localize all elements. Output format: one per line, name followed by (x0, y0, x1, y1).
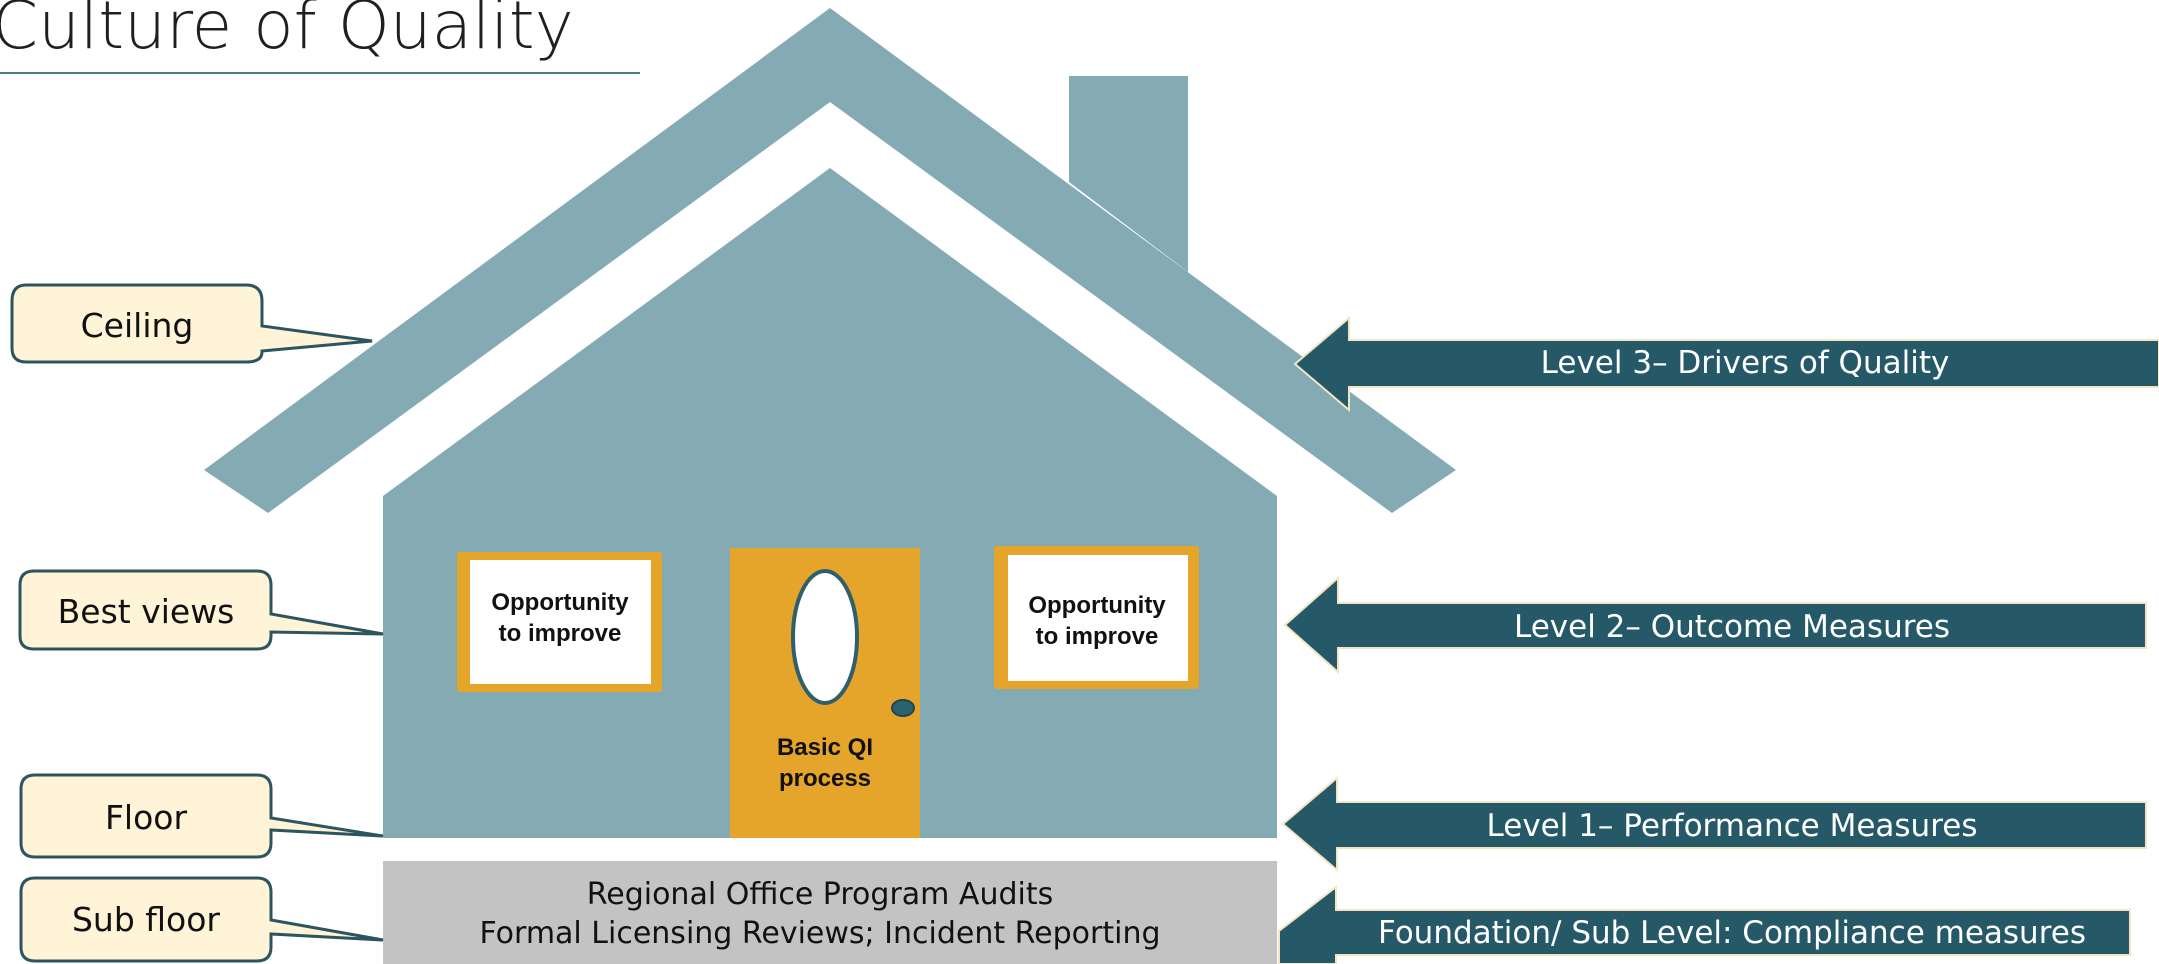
right-window-pane (1008, 555, 1188, 681)
sub-floor-callout-label: Sub floor (72, 900, 220, 939)
right-window-label-line-1: Opportunity (1028, 592, 1166, 619)
left-window-label-line-2: to improve (499, 620, 622, 647)
left-window-pane (470, 560, 651, 684)
sub-floor-callout (19, 876, 384, 963)
foundation-level-arrow (1278, 884, 2131, 964)
chimney (1069, 76, 1188, 272)
door-window-oval (791, 569, 859, 705)
foundation-line-2: Formal Licensing Reviews; Incident Repor… (479, 916, 1160, 951)
roof (204, 8, 1456, 513)
ceiling-callout (10, 283, 373, 364)
foundation-block (383, 861, 1277, 964)
level-1-label: Level 1– Performance Measures (1487, 808, 1978, 844)
best-views-callout (18, 569, 384, 651)
foundation-line-1: Regional Office Program Audits (587, 877, 1053, 912)
left-window-label-line-1: Opportunity (491, 589, 629, 616)
doorknob (891, 699, 915, 717)
ceiling-callout-label: Ceiling (81, 306, 194, 345)
door-label-line-2: process (779, 765, 871, 792)
door-label-line-1: Basic QI (777, 734, 873, 761)
floor-callout (19, 773, 384, 859)
level-2-arrow (1283, 575, 2147, 675)
level-1-arrow (1281, 775, 2147, 873)
floor-callout-label: Floor (105, 798, 188, 837)
right-window-label-line-2: to improve (1036, 623, 1159, 650)
level-2-label: Level 2– Outcome Measures (1514, 609, 1950, 645)
page-title: Culture of Quality (0, 0, 574, 64)
best-views-callout-label: Best views (58, 592, 235, 631)
level-3-arrow (1293, 315, 2159, 413)
foundation-level-label: Foundation/ Sub Level: Compliance measur… (1378, 915, 2086, 951)
level-3-label: Level 3– Drivers of Quality (1541, 345, 1950, 381)
